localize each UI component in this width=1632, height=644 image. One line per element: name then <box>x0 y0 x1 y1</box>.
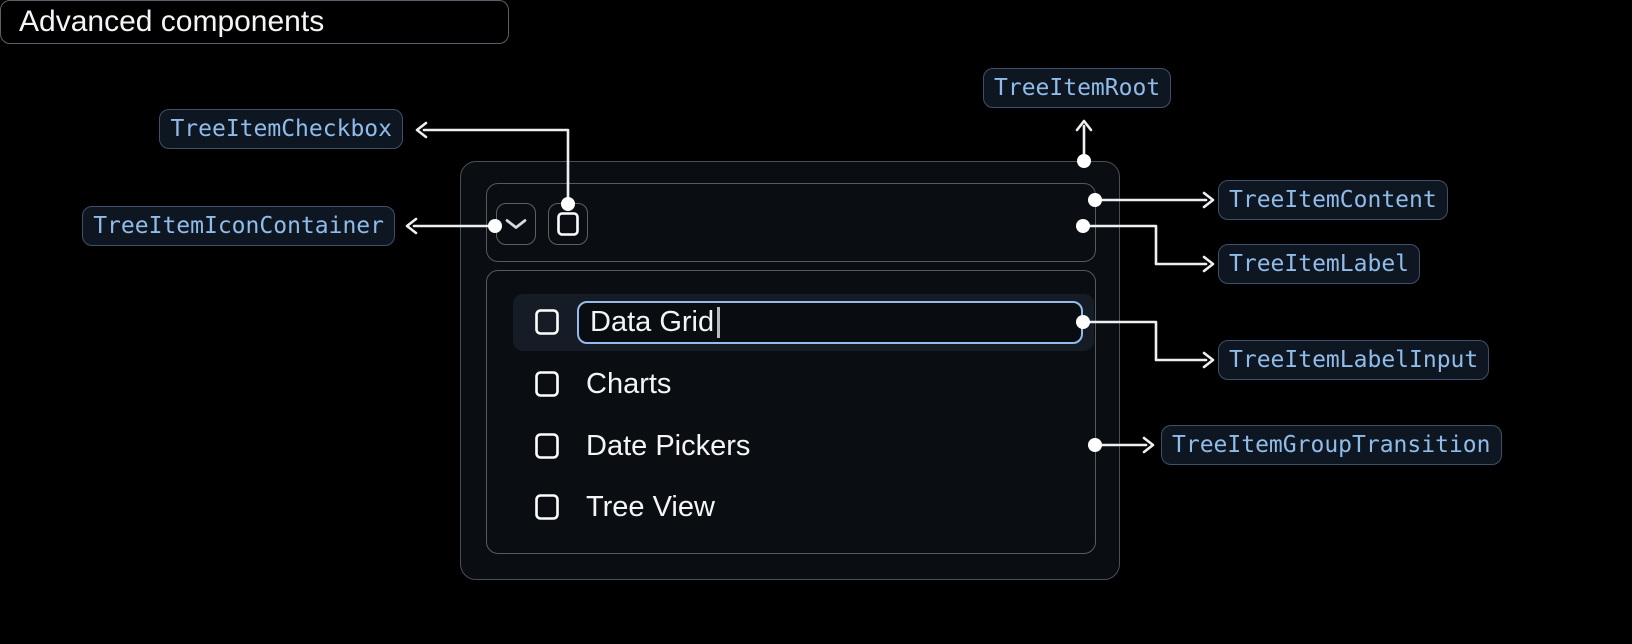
item-checkbox-icon[interactable] <box>535 433 559 459</box>
chevron-down-icon <box>505 219 527 229</box>
tree-item-checkbox[interactable] <box>548 203 588 245</box>
callout-text: TreeItemIconContainer <box>93 213 384 239</box>
callout-tree-item-content: TreeItemContent <box>1218 180 1448 220</box>
tree-item-content[interactable] <box>486 183 1096 262</box>
checkbox-unchecked-icon <box>557 212 579 236</box>
tree-item-row[interactable]: Tree View <box>586 491 715 523</box>
tree-item-row[interactable]: Date Pickers <box>586 430 751 462</box>
callout-text: TreeItemContent <box>1229 187 1437 213</box>
callout-text: TreeItemCheckbox <box>170 116 392 142</box>
item-checkbox-icon[interactable] <box>535 309 559 335</box>
tree-item-root-box <box>460 161 1120 580</box>
text-caret <box>717 307 721 338</box>
callout-text: TreeItemLabel <box>1229 251 1410 277</box>
tree-item-label[interactable]: Advanced components <box>0 0 509 44</box>
callout-text: TreeItemGroupTransition <box>1172 432 1491 458</box>
tree-item-group <box>486 270 1096 554</box>
label-input-value: Data Grid <box>590 306 715 338</box>
callout-tree-item-root: TreeItemRoot <box>983 68 1172 108</box>
item-checkbox-icon[interactable] <box>535 494 559 520</box>
expand-button[interactable] <box>496 203 536 245</box>
callout-tree-item-checkbox: TreeItemCheckbox <box>159 109 403 149</box>
tree-item-row[interactable]: Charts <box>586 368 672 400</box>
callout-tree-item-label: TreeItemLabel <box>1218 244 1421 284</box>
parent-label-text: Advanced components <box>19 5 325 38</box>
callout-tree-item-label-input: TreeItemLabelInput <box>1218 340 1490 380</box>
callout-text: TreeItemRoot <box>994 75 1161 101</box>
tree-item-label-input[interactable]: Data Grid <box>577 301 1083 344</box>
callout-tree-item-icon-container: TreeItemIconContainer <box>82 206 395 246</box>
item-checkbox-icon[interactable] <box>535 371 559 397</box>
callout-text: TreeItemLabelInput <box>1229 347 1479 373</box>
callout-tree-item-group-transition: TreeItemGroupTransition <box>1161 425 1502 465</box>
